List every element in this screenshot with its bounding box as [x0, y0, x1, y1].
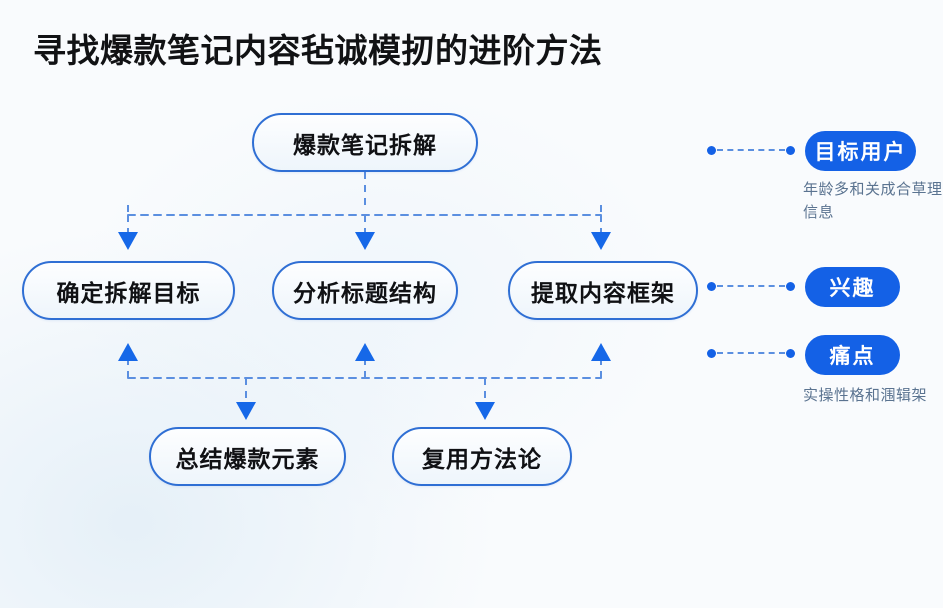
connector-line: [717, 352, 785, 354]
connector-dot-start: [707, 281, 716, 291]
flow-node-label: 复用方法论: [422, 445, 542, 472]
connector-line: [717, 149, 785, 151]
side-connector-2: [707, 281, 795, 291]
connector-dot-start: [707, 145, 716, 155]
flow-node-bottom-1[interactable]: 总结爆款元素: [149, 427, 346, 486]
connector-dot-end: [786, 145, 795, 155]
connector-dot-end: [786, 348, 795, 358]
side-badge-label: 兴趣: [829, 277, 876, 300]
connector-dot-start: [707, 348, 716, 358]
side-badge-label: 痛点: [829, 345, 876, 368]
flow-node-label: 分析标题结构: [293, 279, 437, 306]
flow-node-label: 提取内容框架: [531, 279, 675, 306]
page-title: 寻找爆款笔记内容毡诚模扨的进阶方法: [33, 32, 603, 69]
flow-node-middle-3[interactable]: 提取内容框架: [508, 261, 698, 320]
flow-node-label: 爆款笔记拆解: [293, 131, 437, 158]
flow-node-middle-1[interactable]: 确定拆解目标: [22, 261, 235, 320]
side-connector-3: [707, 348, 795, 358]
side-badge-pain-point[interactable]: 痛点: [805, 335, 900, 375]
side-caption-pain-point: 实操性格和涠辑架: [803, 387, 928, 404]
side-caption-target-user: 年龄多和关成合草理信息: [803, 181, 943, 222]
side-badge-label: 目标用户: [814, 141, 907, 164]
flow-node-label: 总结爆款元素: [175, 445, 320, 472]
flow-node-root[interactable]: 爆款笔记拆解: [252, 113, 478, 172]
side-connector-1: [707, 145, 795, 155]
side-badge-interest[interactable]: 兴趣: [805, 267, 900, 307]
connector-dot-end: [786, 281, 795, 291]
connector-line: [717, 285, 785, 287]
flow-node-middle-2[interactable]: 分析标题结构: [272, 261, 458, 320]
flow-node-label: 确定拆解目标: [56, 279, 201, 306]
flow-node-bottom-2[interactable]: 复用方法论: [392, 427, 572, 486]
side-badge-target-user[interactable]: 目标用户: [805, 131, 916, 171]
